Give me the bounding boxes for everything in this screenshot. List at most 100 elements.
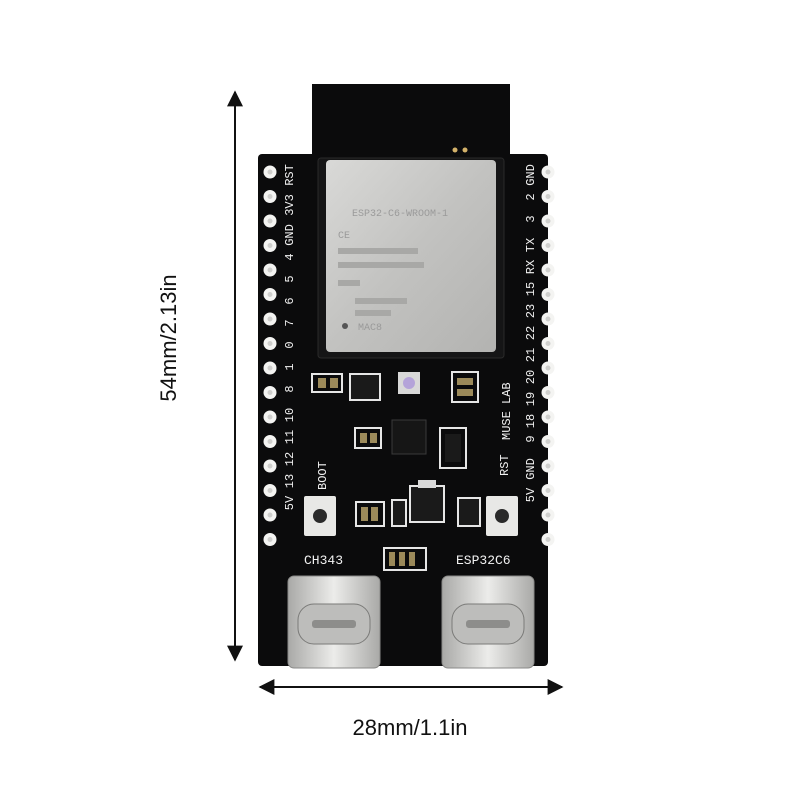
component xyxy=(457,497,481,527)
component xyxy=(389,552,395,566)
boot-button-cap[interactable] xyxy=(313,509,327,523)
module-text-line xyxy=(338,262,424,268)
pin-hole-center xyxy=(545,316,551,322)
module-text-line xyxy=(355,298,407,304)
pin-hole-center xyxy=(545,488,551,493)
pin-hole-center xyxy=(267,488,273,493)
height-dimension: 54mm/2.13in xyxy=(156,90,243,662)
pin-hole-center xyxy=(267,169,273,175)
pin-label: 18 xyxy=(524,414,538,428)
ch343-label: CH343 xyxy=(304,553,343,568)
pin-hole-center xyxy=(267,292,273,297)
pin-label: 9 xyxy=(524,435,538,442)
pin-label: 5 xyxy=(283,275,297,282)
component xyxy=(439,427,467,469)
pin-label: GND xyxy=(283,224,297,246)
pin-hole-center xyxy=(545,414,551,420)
module-text-line xyxy=(338,248,418,254)
pin-label: GND xyxy=(524,458,538,480)
module-shield xyxy=(326,160,496,352)
usb-c-tongue xyxy=(312,620,356,628)
esp-module: ESP32-C6-WROOM-1 CE MAC8 xyxy=(317,157,505,359)
component xyxy=(399,552,405,566)
pin-hole-center xyxy=(267,439,273,444)
width-label: 28mm/1.1in xyxy=(353,715,468,740)
pin-label: 11 xyxy=(283,430,297,444)
component xyxy=(409,552,415,566)
pin-hole-center xyxy=(267,365,273,371)
module-text-line xyxy=(355,310,391,316)
pin-hole-center xyxy=(267,414,273,420)
pin-hole-center xyxy=(267,341,273,346)
pin-label: 13 xyxy=(283,474,297,488)
pin-label: 21 xyxy=(524,348,538,362)
pin-hole-center xyxy=(267,218,273,224)
pin-label: 3 xyxy=(524,215,538,222)
height-label: 54mm/2.13in xyxy=(156,274,181,401)
pin-label: 12 xyxy=(283,452,297,466)
module-mac: MAC8 xyxy=(358,323,382,334)
pin-label: 5V xyxy=(283,495,297,510)
usb-c-port-ch343[interactable] xyxy=(287,575,381,669)
pin-hole-center xyxy=(545,292,551,297)
pin-label: 3V3 xyxy=(283,194,297,216)
right-pin-holes xyxy=(541,165,555,546)
pin-hole-center xyxy=(545,439,551,444)
pin-hole-center xyxy=(545,537,551,542)
component xyxy=(451,371,479,403)
pin-label: 8 xyxy=(283,385,297,392)
pin-hole-center xyxy=(267,537,273,542)
component xyxy=(361,507,368,521)
esp32c6-label: ESP32C6 xyxy=(456,553,511,568)
antenna-dot xyxy=(452,147,458,153)
pin-label: 5V xyxy=(524,487,538,502)
antenna-area xyxy=(312,84,510,164)
component xyxy=(355,501,385,527)
rgb-led-lens xyxy=(403,377,415,389)
pin-hole-center xyxy=(545,365,551,371)
pin-label: RST xyxy=(283,164,297,186)
pin-label: 15 xyxy=(524,282,538,296)
pin-hole-center xyxy=(545,169,551,175)
left-pin-holes xyxy=(263,165,277,546)
pin-label: 2 xyxy=(524,193,538,200)
boot-button[interactable] xyxy=(304,496,336,536)
pin-hole-center xyxy=(267,316,273,322)
rst-button[interactable] xyxy=(486,496,518,536)
pin-label: 20 xyxy=(524,370,538,384)
regulator-small xyxy=(349,373,381,401)
pin-label: GND xyxy=(524,164,538,186)
component xyxy=(311,373,343,393)
pin-hole-center xyxy=(545,218,551,224)
pin-hole-center xyxy=(545,243,551,248)
pin-hole-center xyxy=(267,267,273,273)
pin-hole-center xyxy=(267,194,273,199)
rst-label: RST xyxy=(498,454,512,476)
component xyxy=(318,378,326,388)
pin-label: 1 xyxy=(283,363,297,370)
pin-label: 0 xyxy=(283,341,297,348)
ldo-regulator xyxy=(409,485,445,523)
usb-c-tongue xyxy=(466,620,510,628)
module-pin1-dot xyxy=(342,323,348,329)
boot-label: BOOT xyxy=(316,461,330,490)
pin-hole-center xyxy=(545,512,551,518)
pin-hole-center xyxy=(267,390,273,395)
usb-uart-chip xyxy=(391,419,427,455)
usb-c-port-esp32c6[interactable] xyxy=(441,575,535,669)
module-name: ESP32-C6-WROOM-1 xyxy=(352,209,448,220)
pin-hole-center xyxy=(545,463,551,469)
component xyxy=(457,389,473,396)
component xyxy=(391,499,407,527)
brand-label: MUSE LAB xyxy=(500,382,514,440)
rst-button-cap[interactable] xyxy=(495,509,509,523)
pin-label: 19 xyxy=(524,392,538,406)
pin-label: 4 xyxy=(283,253,297,260)
module-ce: CE xyxy=(338,231,350,242)
pin-label: 10 xyxy=(283,408,297,422)
component xyxy=(457,378,473,385)
component xyxy=(354,427,382,449)
